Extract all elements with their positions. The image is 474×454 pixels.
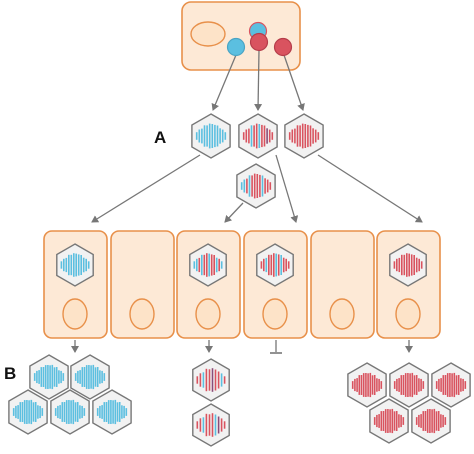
hexagon-outline: [70, 354, 110, 400]
mixed-progeny-hexagon-icon: [192, 358, 230, 402]
top-cell-nucleus: [190, 21, 226, 47]
red-progeny-hexagon-icon: [411, 398, 451, 444]
mixed-progeny-hexagon-icon: [192, 403, 230, 447]
hexagon-outline: [8, 389, 48, 435]
panel-label-b: B: [4, 364, 17, 383]
blue-virion-hexagon-icon: [191, 113, 231, 159]
hexagon-outline: [369, 398, 409, 444]
cell-virion-hexagon-icon: [189, 243, 227, 287]
arrow-mixed-virion: [254, 49, 263, 111]
hexagon-outline: [29, 354, 69, 400]
mixed-virion-hexagon-icon: [236, 163, 276, 209]
hexagon-outline: [389, 243, 427, 287]
cell-virion-hexagon-icon: [389, 243, 427, 287]
red-particle-dot: [273, 37, 293, 57]
hexagon-outline: [50, 389, 90, 435]
hexagon-outline: [431, 362, 471, 408]
hexagon-outline: [347, 362, 387, 408]
cell-nucleus: [329, 298, 355, 330]
cell-nucleus: [129, 298, 155, 330]
cell-nucleus: [395, 298, 421, 330]
arrow-red-virion: [283, 54, 305, 111]
mixed-virion-hexagon-icon: [238, 113, 278, 159]
cell-2: [110, 230, 175, 339]
arrow-to-cell-3: [224, 202, 244, 223]
blue-progeny-hexagon-icon: [50, 389, 90, 435]
red-virion-hexagon-icon: [284, 113, 324, 159]
blue-progeny-hexagon-icon: [29, 354, 69, 400]
hexagon-outline: [56, 243, 94, 287]
red-particle-dot: [249, 32, 269, 52]
cell-nucleus: [262, 298, 288, 330]
red-progeny-hexagon-icon: [431, 362, 471, 408]
red-progeny-hexagon-icon: [389, 362, 429, 408]
hexagon-outline: [389, 362, 429, 408]
hexagon-outline: [189, 243, 227, 287]
hexagon-outline: [411, 398, 451, 444]
blue-particle-dot: [226, 37, 246, 57]
blue-progeny-hexagon-icon: [70, 354, 110, 400]
arrow-blue-virion: [211, 54, 237, 111]
hexagon-outline: [256, 243, 294, 287]
cell-nucleus: [195, 298, 221, 330]
red-progeny-hexagon-icon: [347, 362, 387, 408]
cell-virion-hexagon-icon: [256, 243, 294, 287]
cell-nucleus: [62, 298, 88, 330]
hexagon-outline: [238, 113, 278, 159]
hexagon-outline: [92, 389, 132, 435]
cell-5: [310, 230, 375, 339]
top-cell: [181, 1, 301, 71]
hexagon-outline: [284, 113, 324, 159]
blue-progeny-hexagon-icon: [8, 389, 48, 435]
cell-virion-hexagon-icon: [56, 243, 94, 287]
arrow-to-cell-1: [91, 154, 201, 223]
blue-progeny-hexagon-icon: [92, 389, 132, 435]
arrow-to-cell-4: [275, 154, 299, 223]
hexagon-outline: [191, 113, 231, 159]
hexagon-outline: [236, 163, 276, 209]
arrow-to-cell-6: [317, 154, 423, 223]
red-progeny-hexagon-icon: [369, 398, 409, 444]
hexagon-outline: [192, 403, 230, 447]
hexagon-outline: [192, 358, 230, 402]
panel-label-a: A: [154, 128, 167, 147]
